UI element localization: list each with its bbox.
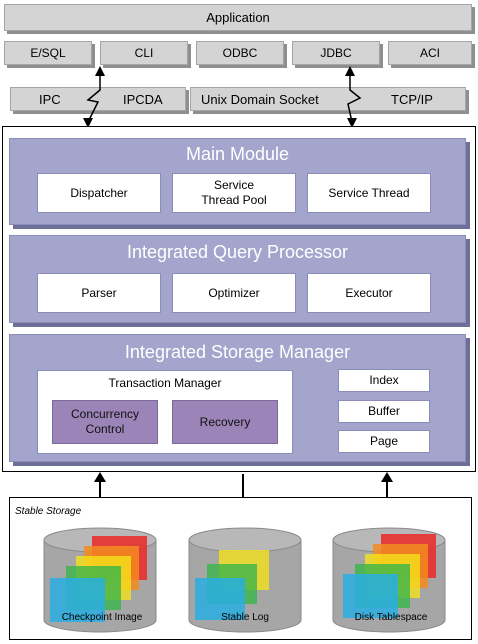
dispatcher-box: Dispatcher (37, 173, 161, 213)
query-processor-layer: Integrated Query Processor Parser Optimi… (9, 235, 466, 323)
stable-log-label: Stable Log (221, 612, 269, 623)
interface-odbc: ODBC (196, 41, 284, 65)
protocol-tcpip: TCP/IP (391, 92, 433, 107)
recovery-box: Recovery (172, 400, 278, 444)
interface-cli: CLI (100, 41, 188, 65)
main-module-layer: Main Module Dispatcher Service Thread Po… (9, 138, 466, 225)
application-label: Application (206, 10, 270, 25)
executor-label: Executor (345, 285, 393, 300)
application-bar: Application (4, 4, 472, 31)
parser-box: Parser (37, 273, 161, 313)
page-label: Page (369, 434, 399, 448)
interface-label: JDBC (320, 46, 352, 60)
transaction-manager-label: Transaction Manager (108, 376, 222, 390)
main-module-title: Main Module (185, 144, 290, 164)
index-box: Index (338, 369, 430, 392)
interface-esql: E/SQL (4, 41, 92, 65)
interface-aci: ACI (388, 41, 472, 65)
index-label: Index (369, 373, 399, 387)
storage-manager-layer: Integrated Storage Manager Transaction M… (9, 334, 466, 462)
stable-log-cylinder (188, 527, 302, 633)
interface-label: ODBC (222, 46, 258, 60)
interface-jdbc: JDBC (292, 41, 380, 65)
protocol-ipcda: IPCDA (123, 92, 163, 107)
protocol-bar-right: Unix Domain Socket TCP/IP (190, 87, 466, 111)
transaction-manager-box: Transaction Manager Concurrency Control … (37, 370, 293, 454)
dispatcher-label: Dispatcher (70, 185, 128, 200)
checkpoint-image-label: Checkpoint Image (61, 612, 143, 623)
service-thread-label: Service Thread (328, 185, 410, 200)
optimizer-label: Optimizer (208, 285, 260, 300)
service-thread-pool-box: Service Thread Pool (172, 173, 296, 213)
buffer-box: Buffer (338, 400, 430, 423)
recovery-label: Recovery (199, 414, 251, 429)
service-thread-pool-label: Service Thread Pool (201, 178, 267, 207)
interface-label: ACI (419, 46, 440, 60)
disk-tablespace-label: Disk Tablespace (354, 612, 428, 623)
optimizer-box: Optimizer (172, 273, 296, 313)
interface-label: E/SQL (30, 46, 66, 60)
service-thread-box: Service Thread (307, 173, 431, 213)
query-processor-title: Integrated Query Processor (126, 242, 349, 262)
protocol-unix-socket: Unix Domain Socket (201, 92, 319, 107)
concurrency-control-label: Concurrency Control (70, 407, 140, 436)
concurrency-control-box: Concurrency Control (52, 400, 158, 444)
parser-label: Parser (81, 285, 117, 300)
disk-tablespace-cylinder (332, 527, 446, 633)
connector-lightning-right (345, 66, 362, 128)
storage-manager-title: Integrated Storage Manager (124, 342, 351, 362)
connector-lightning-left (83, 66, 105, 128)
buffer-label: Buffer (368, 404, 400, 418)
interface-label: CLI (134, 46, 154, 60)
stable-storage-label: Stable Storage (15, 506, 82, 517)
protocol-ipc: IPC (39, 92, 61, 107)
executor-box: Executor (307, 273, 431, 313)
page-box: Page (338, 430, 430, 453)
checkpoint-image-cylinder (43, 527, 157, 633)
